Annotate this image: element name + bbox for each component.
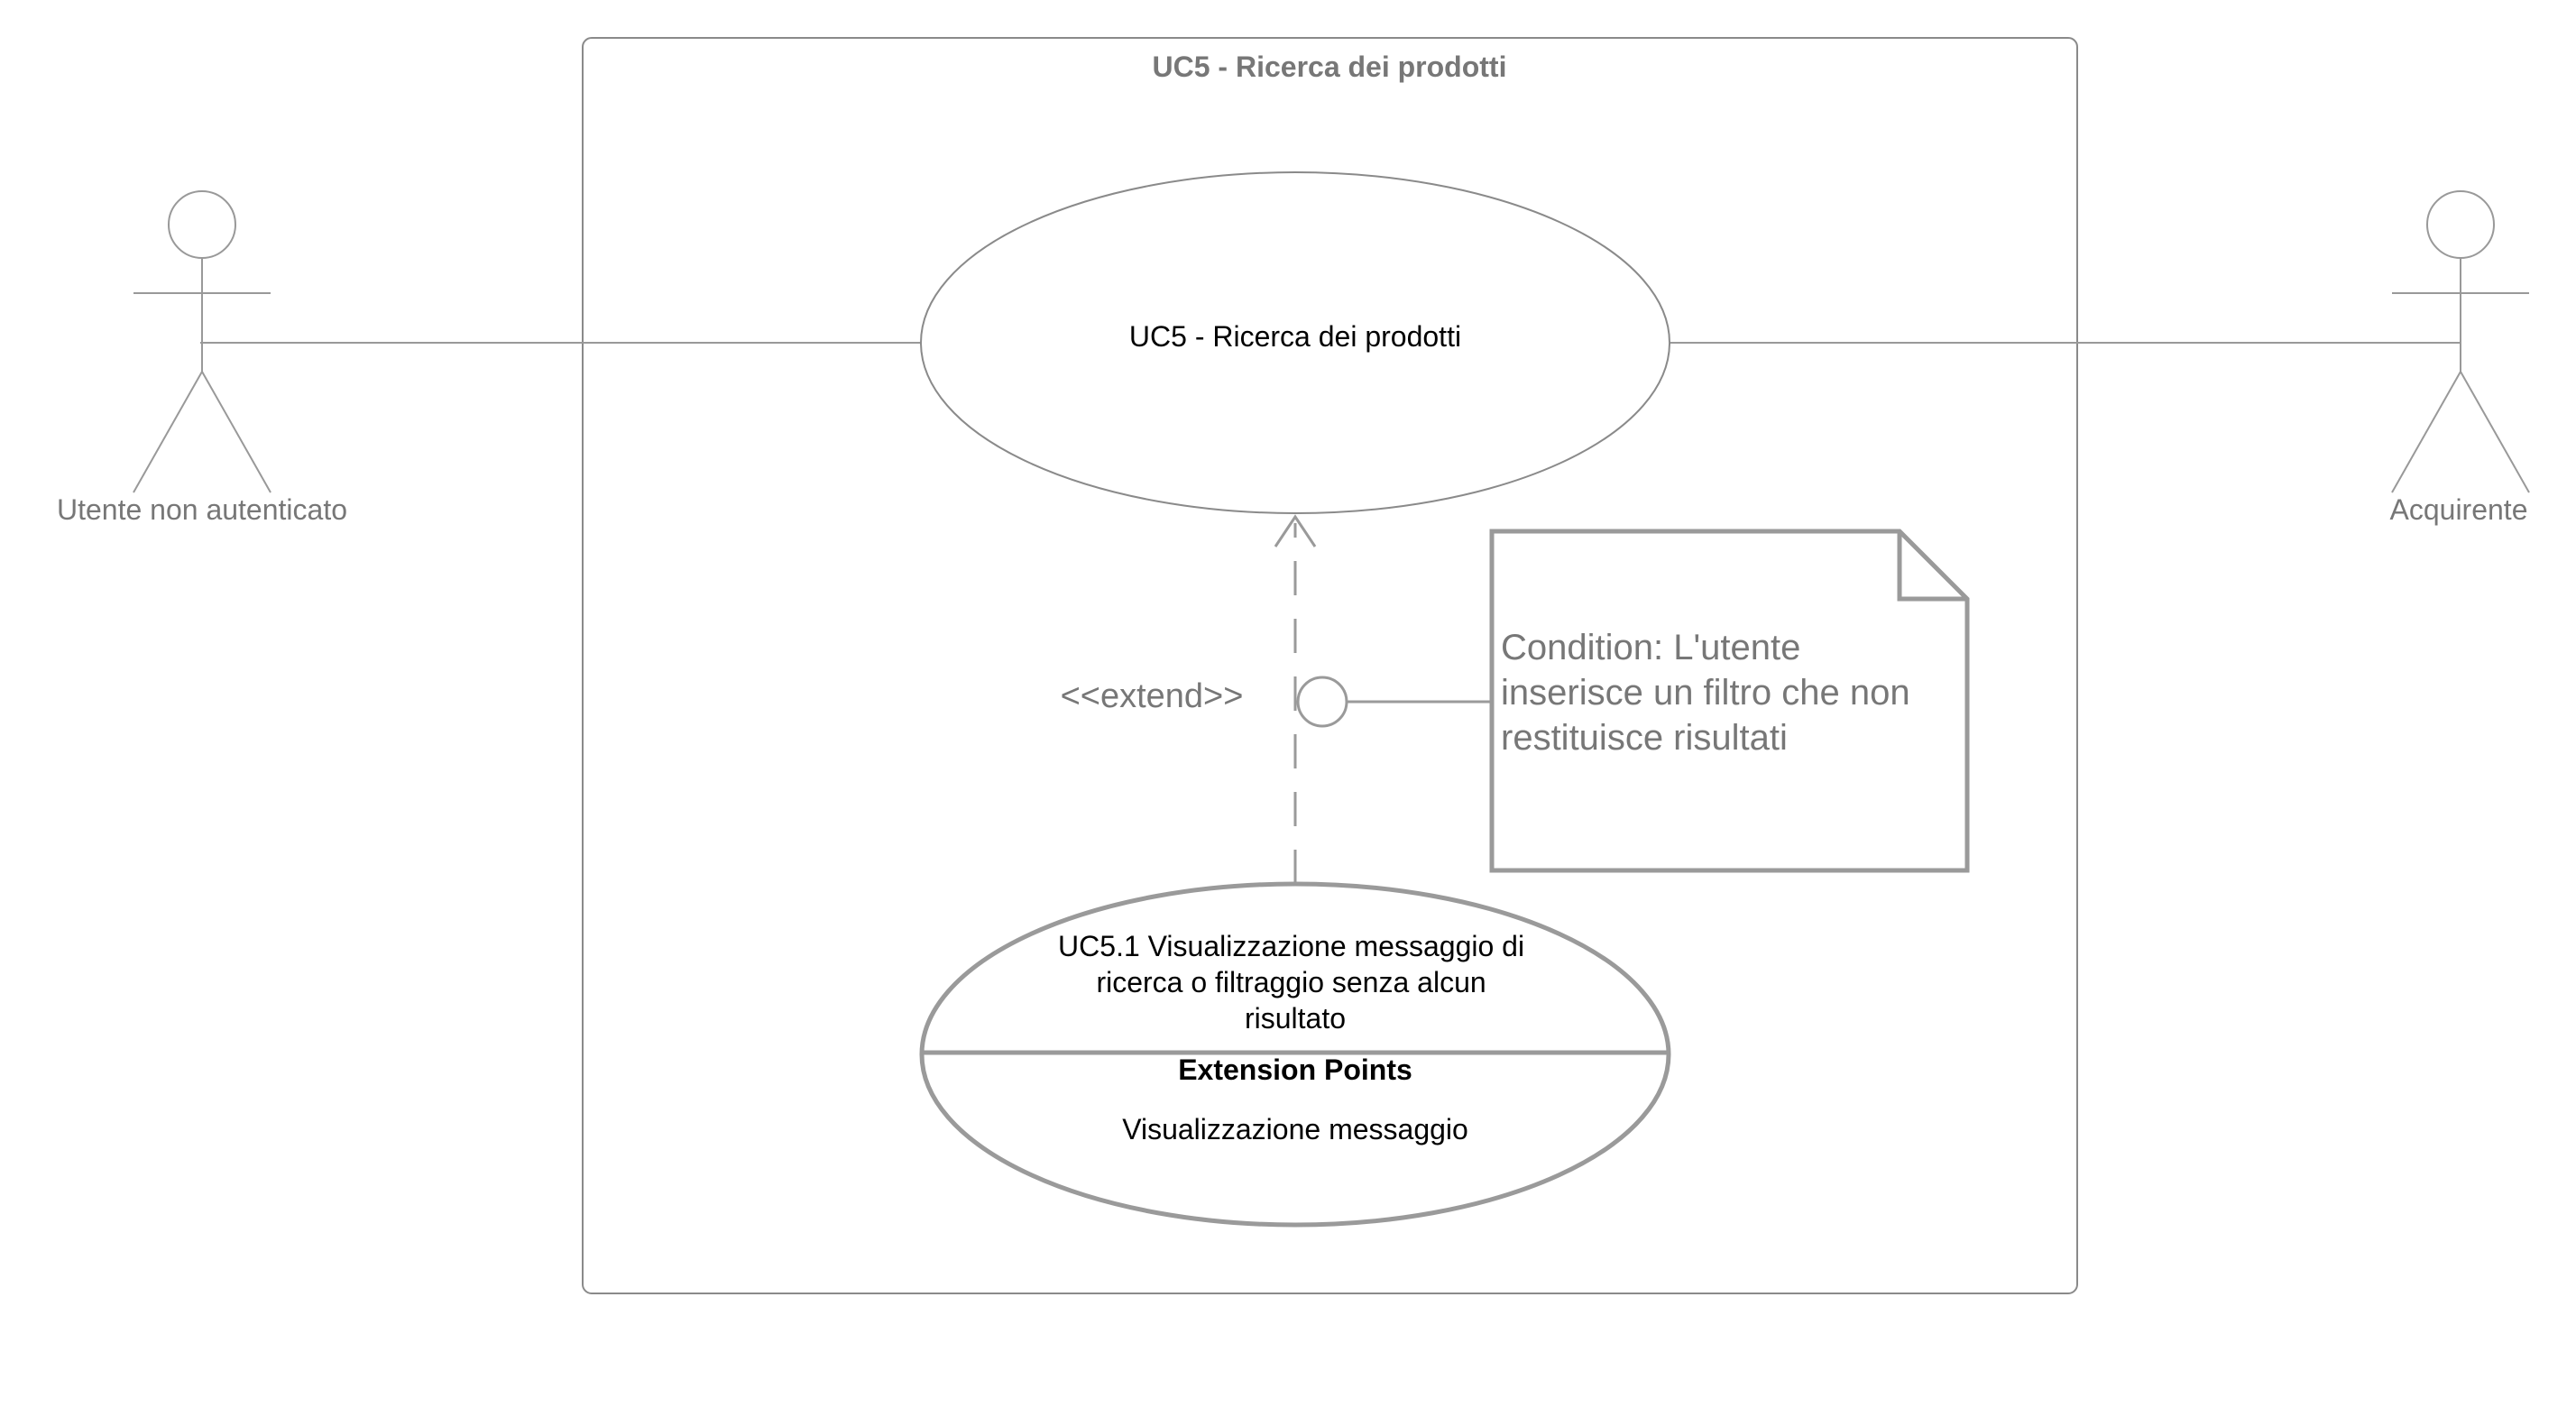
use-case-main-label: UC5 - Ricerca dei prodotti [1129, 320, 1461, 353]
use-case-extension: UC5.1 Visualizzazione messaggio di ricer… [919, 881, 1671, 1228]
extension-points-title: Extension Points [1178, 1053, 1412, 1086]
extend-stereotype-label: <<extend>> [1061, 677, 1244, 715]
actor-left: Utente non autenticato [57, 190, 347, 526]
use-case-extension-label-line: ricerca o filtraggio senza alcun [1096, 966, 1486, 998]
stick-figure-icon [2391, 190, 2530, 493]
actor-left-label: Utente non autenticato [57, 493, 347, 526]
note-line: inserisce un filtro che non [1501, 673, 1910, 713]
use-case-main-ellipse [920, 171, 1670, 514]
note-line: restituisce risultati [1501, 718, 1788, 758]
svg-text:Condition: L'utente inse: Condition: L'utente inserisce un filtro … [1501, 628, 1920, 758]
note-shape [1489, 529, 1970, 873]
use-case-extension-label-line: risultato [1245, 1002, 1346, 1035]
note-line: Condition: L'utente [1501, 628, 1800, 667]
use-case-main: UC5 - Ricerca dei prodotti [920, 171, 1670, 514]
actor-right-label: Acquirente [2390, 493, 2528, 526]
condition-note: Condition: L'utente inserisce un filtro … [1489, 529, 1970, 873]
actor-right: Acquirente [2390, 190, 2530, 526]
extension-point-item: Visualizzazione messaggio [1122, 1113, 1468, 1145]
extend-relationship: <<extend>> [1061, 514, 1492, 884]
condition-anchor-circle [1296, 676, 1348, 728]
svg-text:UC5.1 Visualizzazione messaggi: UC5.1 Visualizzazione messaggio di ricer… [1058, 930, 1532, 1035]
system-title: UC5 - Ricerca dei prodotti [1153, 51, 1507, 83]
use-case-extension-label-line: UC5.1 Visualizzazione messaggio di [1058, 930, 1524, 962]
arrowhead-icon [1274, 514, 1317, 547]
note-folded-corner-icon [1897, 531, 1967, 602]
stick-figure-icon [133, 190, 271, 493]
